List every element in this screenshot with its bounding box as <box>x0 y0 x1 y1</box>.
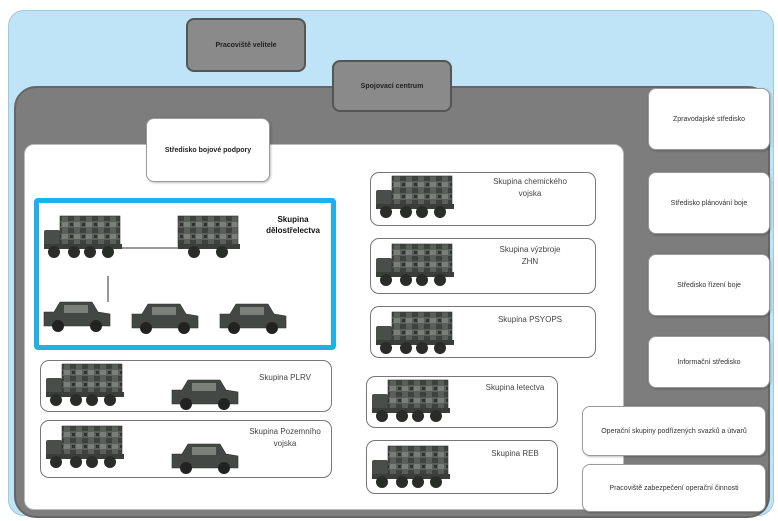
commander-workplace-label: Pracoviště velitele <box>215 41 277 49</box>
subordinate-groups-label: Operační skupiny podřízených svazků a út… <box>601 427 747 435</box>
subordinate-groups-box[interactable]: Operační skupiny podřízených svazků a út… <box>582 406 766 456</box>
comm-center-box[interactable]: Spojovací centrum <box>332 60 452 112</box>
artillery-group-label: Skupina dělostřelectva <box>266 215 320 235</box>
comm-center-label: Spojovací centrum <box>360 82 424 90</box>
truck-icon <box>371 379 451 423</box>
combat-support-header-box[interactable]: Středisko bojové podpory <box>146 118 270 182</box>
info-center-label: Informační středisko <box>677 358 741 366</box>
planning-center-label: Středisko plánování boje <box>670 199 748 207</box>
jeep-icon <box>43 301 111 333</box>
combat-support-header-label: Středisko bojové podpory <box>164 146 252 154</box>
truck-icon <box>375 311 455 355</box>
support-workplace-box[interactable]: Pracoviště zabezpečení operační činnosti <box>582 464 766 512</box>
wmd-group-label: Skupina výzbroje ZHN <box>499 245 561 266</box>
jeep-icon <box>131 303 199 335</box>
commander-workplace-box[interactable]: Pracoviště velitele <box>186 18 306 72</box>
truck-icon <box>45 363 125 407</box>
truck-icon <box>371 445 451 489</box>
jeep-icon <box>219 303 287 335</box>
truck-icon <box>375 175 455 219</box>
ew-group-label: Skupina REB <box>491 449 539 458</box>
ground-forces-group-label: Skupina Pozemního vojska <box>249 427 321 448</box>
plrv-group-label: Skupina PLRV <box>259 373 311 382</box>
psyops-group-label: Skupina PSYOPS <box>497 315 563 324</box>
intel-center-box[interactable]: Zpravodajské středisko <box>648 88 770 150</box>
truck-icon <box>43 215 123 259</box>
truck-icon <box>375 243 455 287</box>
chemical-group-label: Skupina chemického vojska <box>493 177 567 198</box>
jeep-icon <box>171 443 239 475</box>
info-center-box[interactable]: Informační středisko <box>648 336 770 388</box>
control-center-label: Středisko řízení boje <box>677 281 741 289</box>
control-center-box[interactable]: Středisko řízení boje <box>648 254 770 316</box>
intel-center-label: Zpravodajské středisko <box>673 115 745 123</box>
trailer-icon <box>177 215 241 259</box>
planning-center-box[interactable]: Středisko plánování boje <box>648 172 770 234</box>
jeep-icon <box>171 379 239 411</box>
air-force-group-label: Skupina letectva <box>485 383 545 392</box>
support-workplace-label: Pracoviště zabezpečení operační činnosti <box>609 484 739 492</box>
truck-icon <box>45 425 125 469</box>
